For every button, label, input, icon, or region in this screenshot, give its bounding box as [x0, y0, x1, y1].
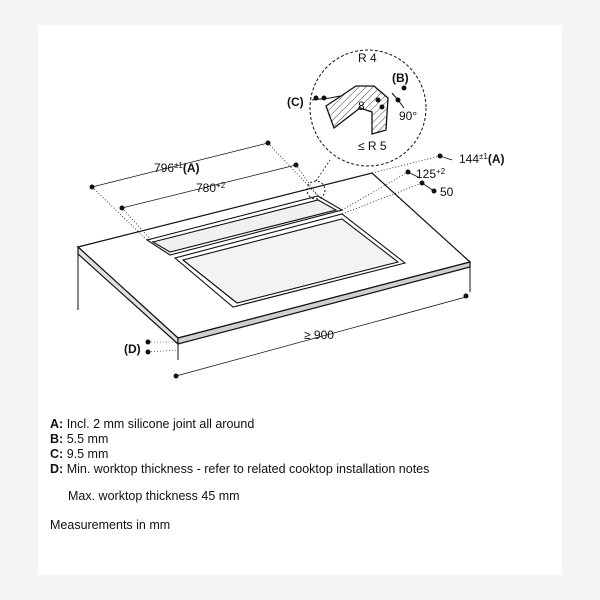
detail-depth: 8 — [358, 99, 365, 113]
dim-depth-inner: 125+2 — [416, 167, 446, 181]
legend-item-c: C: 9.5 mm — [50, 447, 109, 461]
units-note: Measurements in mm — [50, 518, 171, 532]
legend-item-d: D: Min. worktop thickness - refer to rel… — [50, 462, 430, 476]
dim-edge: 50 — [440, 185, 454, 199]
detail-angle: 90° — [399, 109, 417, 123]
cutout — [145, 195, 407, 308]
detail-callout: R 4 ≤ R 5 8 90° (B) (C) — [287, 49, 427, 200]
profile-section — [325, 85, 389, 135]
legend-item-a: A: Incl. 2 mm silicone joint all around — [50, 417, 255, 431]
dim-depth-outer: 144±1(A) — [459, 152, 505, 166]
min-depth-dimension — [175, 296, 467, 377]
dim-thickness-ref: (D) — [124, 342, 141, 356]
width-dimensions — [91, 142, 319, 243]
detail-radius-bottom: ≤ R 5 — [358, 139, 387, 153]
legend: A: Incl. 2 mm silicone joint all around … — [50, 417, 429, 533]
legend-item-b: B: 5.5 mm — [50, 432, 109, 446]
dim-width-outer: 796±1(A) — [154, 161, 200, 175]
dim-min-depth: ≥ 900 — [304, 328, 334, 342]
detail-ref-c: (C) — [287, 95, 304, 109]
detail-radius-top: R 4 — [358, 51, 377, 65]
dim-width-inner: 780+2 — [196, 181, 226, 195]
detail-ref-b: (B) — [392, 71, 409, 85]
legend-note: Max. worktop thickness 45 mm — [68, 489, 240, 503]
